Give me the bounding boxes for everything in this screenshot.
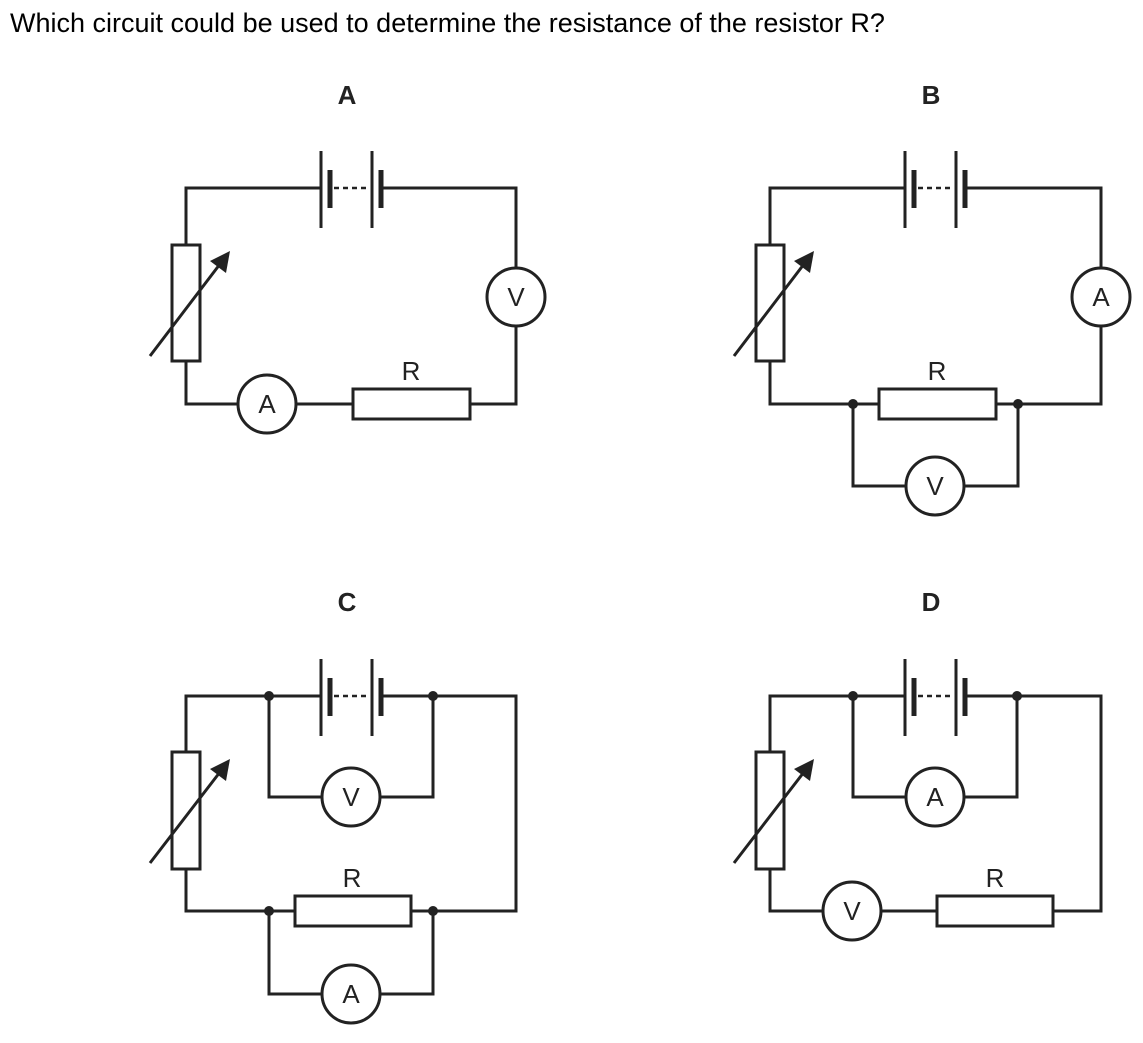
battery bbox=[319, 151, 384, 228]
voltmeter: V bbox=[904, 455, 966, 517]
resistor-r: R bbox=[293, 863, 413, 928]
wire bbox=[768, 694, 905, 752]
ammeter: A bbox=[904, 766, 966, 828]
wire bbox=[267, 911, 322, 996]
variable-resistor bbox=[732, 750, 814, 871]
svg-text:V: V bbox=[843, 896, 861, 926]
svg-text:R: R bbox=[986, 863, 1005, 893]
battery bbox=[319, 659, 384, 736]
ammeter: A bbox=[236, 373, 298, 435]
wire bbox=[965, 694, 1103, 913]
wire bbox=[964, 696, 1019, 799]
wire bbox=[768, 361, 879, 406]
ammeter: A bbox=[1070, 266, 1132, 328]
wire bbox=[470, 326, 518, 406]
junction-dot bbox=[848, 691, 858, 701]
wire bbox=[267, 696, 322, 799]
option-label-c: C bbox=[338, 587, 357, 617]
battery bbox=[903, 659, 968, 736]
wire bbox=[851, 696, 906, 799]
svg-text:R: R bbox=[343, 863, 362, 893]
wire bbox=[184, 694, 321, 752]
wire bbox=[380, 911, 435, 996]
junction-dot bbox=[1013, 399, 1023, 409]
option-label-d: D bbox=[922, 587, 941, 617]
resistor-r: R bbox=[935, 863, 1055, 928]
svg-text:V: V bbox=[342, 782, 360, 812]
voltmeter: V bbox=[821, 880, 883, 942]
junction-dot bbox=[848, 399, 858, 409]
svg-text:V: V bbox=[926, 471, 944, 501]
svg-text:A: A bbox=[258, 389, 276, 419]
resistor-r: R bbox=[351, 356, 472, 421]
wire bbox=[851, 404, 906, 488]
svg-text:A: A bbox=[926, 782, 944, 812]
svg-text:A: A bbox=[342, 979, 360, 1009]
junction-dot bbox=[1012, 691, 1022, 701]
voltmeter: V bbox=[485, 266, 547, 328]
variable-resistor bbox=[732, 243, 814, 363]
wire bbox=[995, 326, 1103, 406]
junction-dot bbox=[264, 906, 274, 916]
svg-text:R: R bbox=[402, 356, 421, 386]
wire bbox=[965, 186, 1103, 268]
option-label-b: B bbox=[922, 80, 941, 110]
wire bbox=[184, 869, 295, 913]
svg-text:V: V bbox=[507, 282, 525, 312]
wire bbox=[380, 696, 435, 799]
circuit-d: D A V R bbox=[732, 587, 1103, 942]
svg-text:A: A bbox=[1092, 282, 1110, 312]
variable-resistor bbox=[148, 243, 230, 363]
circuit-c: C V R bbox=[148, 587, 518, 1025]
junction-dot bbox=[264, 691, 274, 701]
variable-resistor bbox=[148, 750, 230, 871]
junction-dot bbox=[428, 906, 438, 916]
junction-dot bbox=[428, 691, 438, 701]
wire bbox=[768, 186, 905, 245]
wire bbox=[184, 186, 321, 245]
wire bbox=[768, 869, 823, 913]
svg-text:R: R bbox=[928, 356, 947, 386]
resistor-r: R bbox=[877, 356, 998, 421]
wire bbox=[381, 186, 518, 268]
voltmeter: V bbox=[320, 766, 382, 828]
circuit-b: B A R V bbox=[732, 80, 1132, 517]
option-label-a: A bbox=[338, 80, 357, 110]
question-text: Which circuit could be used to determine… bbox=[10, 8, 885, 38]
battery bbox=[903, 151, 968, 228]
wire bbox=[184, 361, 238, 406]
wire bbox=[964, 404, 1020, 488]
wire bbox=[381, 694, 518, 913]
ammeter: A bbox=[320, 963, 382, 1025]
circuit-a: A V A R bbox=[148, 80, 547, 435]
